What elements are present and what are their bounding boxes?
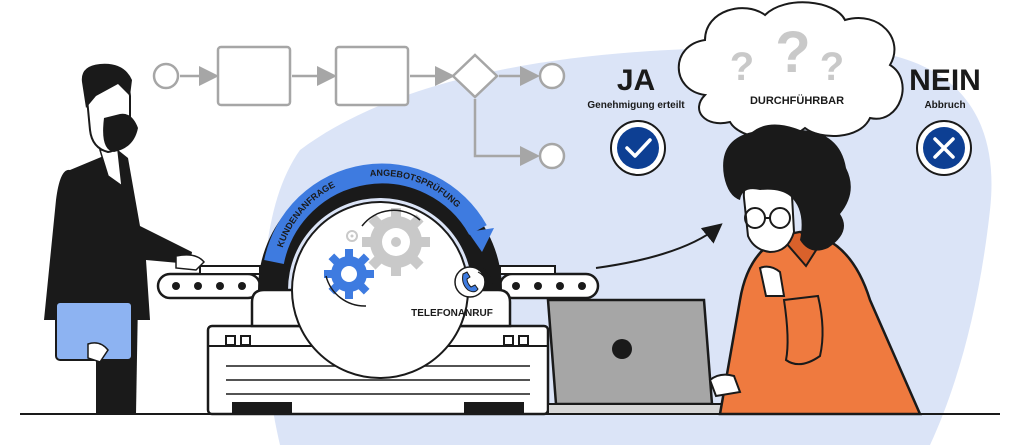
arc-arrowhead [468,228,494,252]
phone-icon [454,266,493,298]
machine-arc-blue [264,163,487,265]
gear-icon [346,230,358,242]
gear-icon [324,249,374,299]
cross-icon [916,120,972,176]
woman-thinking [708,124,922,416]
flowchart [152,45,566,170]
laptop [546,298,787,415]
arrow-icon [595,223,723,269]
checkmark-icon [610,120,666,176]
gear-rotation-arrow [325,275,367,307]
flow-end-node-yes [538,62,566,90]
gear-rotation-arrow [361,209,421,227]
question-mark-icon: ? ? ? [730,20,844,89]
svg-text:?: ? [775,20,810,85]
flow-decision-diamond [451,53,499,99]
flow-start-node [152,62,180,90]
flow-step-1 [216,45,292,107]
no-subtitle: Abbruch [924,100,965,111]
flow-step-2 [334,45,410,107]
yes-subtitle: Genehmigung erteilt [587,100,685,111]
svg-text:?: ? [730,45,754,89]
gear-icon [362,208,430,276]
phone-label: TELEFONANRUF [411,308,493,319]
yes-title: JA [617,64,655,97]
flow-connector [473,99,540,166]
no-title: NEIN [909,64,981,97]
conveyor-left [156,265,262,300]
flow-end-node-no [538,142,566,170]
conveyor-right [498,265,600,300]
thought-label: DURCHFÜHRBAR [750,94,844,107]
svg-text:?: ? [820,45,844,89]
businessman [44,63,206,414]
